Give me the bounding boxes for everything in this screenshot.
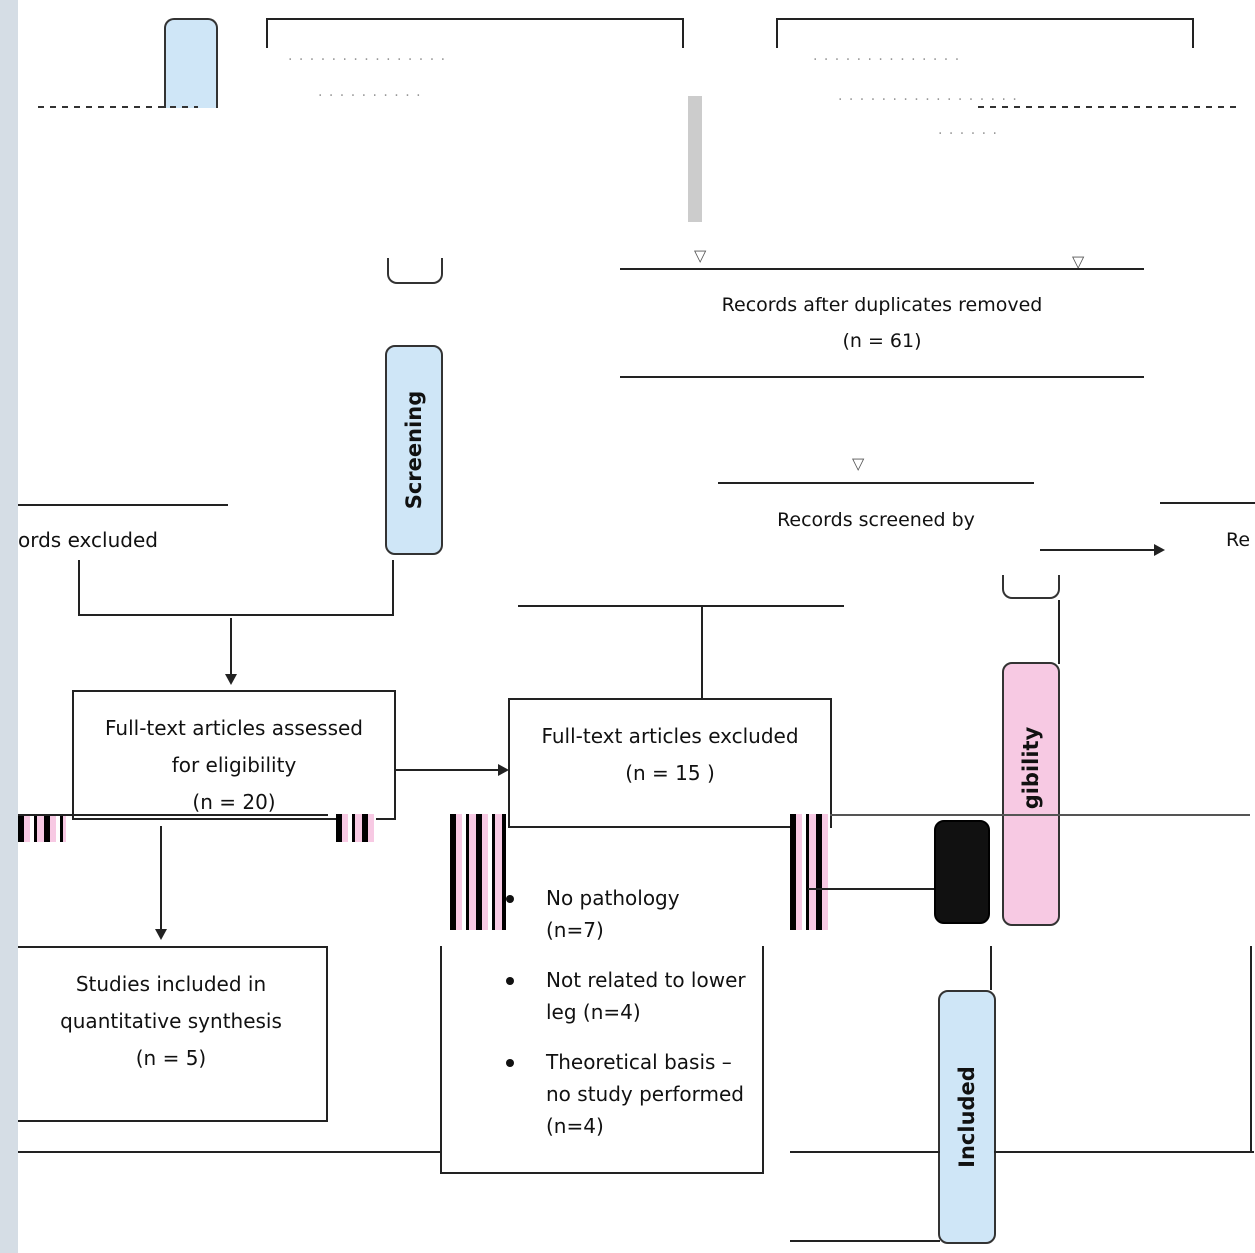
after-duplicates-box: Records after duplicates removed (n = 61… [620,287,1144,359]
after-duplicates-count: (n = 61) [842,330,922,352]
included-side-line [990,946,992,990]
arrow-triangle-1: ▽ [694,246,707,265]
assessed-to-excluded-arrowhead [498,764,509,776]
eligibility-stage-label: gibility [1019,726,1043,810]
screened-box: Records screened by [718,482,1034,606]
assessed-to-included-arrowhead [155,929,167,940]
included-stage-tab: Included [938,990,996,1244]
excluded-records-box [78,560,394,616]
glitch-band-mid-1 [336,814,376,842]
glitch-black-block [934,820,990,924]
exclusion-reason-item: Theoretical basis – no study performed (… [498,1046,758,1142]
glitch-line-2 [978,106,1238,108]
fulltext-assessed-label-1: Full-text articles assessed [105,716,363,740]
glitch-band-mid-2 [450,814,506,930]
glitch-band-left [18,814,66,842]
included-row-line-far-right [994,1151,1254,1153]
glitch-hline-2 [830,814,1250,816]
exclusion-reasons-list: No pathology (n=7) Not related to lower … [498,882,758,1160]
identification-connector [688,96,702,222]
right-records-label: Re [1226,529,1251,551]
right-edge-line [1250,946,1252,1152]
fulltext-excluded-box: Full-text articles excluded (n = 15 ) [508,698,832,828]
screened-bottom-border [518,605,844,607]
screening-stage-label: Screening [402,390,426,510]
fulltext-excluded-count: (n = 15 ) [625,761,715,785]
screened-to-excluded-arrow-line [1040,549,1156,551]
glitch-line-1 [38,106,198,108]
glitch-band-mid-3 [790,814,830,930]
arrow-triangle-2: ▽ [1072,252,1085,271]
garbled-text-1: · · · · · · · · · · · · · · · [288,52,447,68]
excluded-to-fulltext-arrowhead [225,674,237,685]
right-records-box: Re [1160,502,1255,612]
screened-label: Records screened by [777,509,975,531]
screening-stage-tab: Screening [385,345,443,555]
included-studies-label-2: quantitative synthesis [60,1009,282,1033]
prisma-flow-diagram: · · · · · · · · · · · · · · · · · · · · … [18,0,1255,1253]
eligibility-side-line [1058,600,1060,664]
eligibility-stage-tab: gibility [1002,662,1060,926]
excluded-to-fulltext-line [230,618,232,676]
exclusion-reason-item: Not related to lower leg (n=4) [498,964,758,1028]
garbled-text-3: · · · · · · · · · · · · · · [813,52,961,68]
exclusion-reason-item: No pathology (n=7) [498,882,758,946]
excluded-records-top-border [18,504,228,506]
fulltext-excluded-label: Full-text articles excluded [541,724,799,748]
assessed-to-excluded-line [396,769,500,771]
garbled-text-5: · · · · · · [938,126,998,142]
included-studies-box: Studies included in quantitative synthes… [18,946,328,1122]
garbled-text-2: · · · · · · · · · · [318,88,422,104]
after-duplicates-top-border [620,268,1144,270]
fulltext-assessed-box: Full-text articles assessed for eligibil… [72,690,396,820]
after-duplicates-bottom-border [620,376,1144,378]
arrow-triangle-3: ▽ [852,454,865,473]
screening-tab-cap [387,258,443,284]
included-studies-label-1: Studies included in [75,972,267,996]
glitch-connector [808,888,934,890]
exclusion-reason-text: No pathology [546,886,680,910]
after-duplicates-label: Records after duplicates removed [721,294,1043,316]
included-row-line-left [18,1151,442,1153]
screened-to-excluded-arrowhead [1154,544,1165,556]
identification-stage-tab [164,18,218,108]
exclusion-reason-text: Theoretical basis – no study performed (… [546,1050,744,1138]
exclusion-reason-text: Not related to lower leg (n=4) [546,968,746,1024]
database-search-box [266,18,684,48]
included-row-line-right [790,1151,940,1153]
excluded-records-label: ords excluded [18,528,158,552]
garbled-text-4: · · · · · · · · · · · · · · · · · [838,92,1018,108]
included-studies-count: (n = 5) [135,1046,207,1070]
other-sources-box [776,18,1194,48]
bottom-line [790,1240,940,1242]
exclusion-reasons-box [440,946,764,1174]
fulltext-assessed-label-2: for eligibility [171,753,297,777]
screened-down-connector [701,606,703,698]
fulltext-assessed-count: (n = 20) [192,790,276,814]
assessed-to-included-line [160,826,162,930]
included-stage-label: Included [955,1066,979,1168]
exclusion-reason-count: (n=7) [546,918,604,942]
eligibility-tab-cap [1002,575,1060,599]
glitch-hline-1 [18,814,328,816]
